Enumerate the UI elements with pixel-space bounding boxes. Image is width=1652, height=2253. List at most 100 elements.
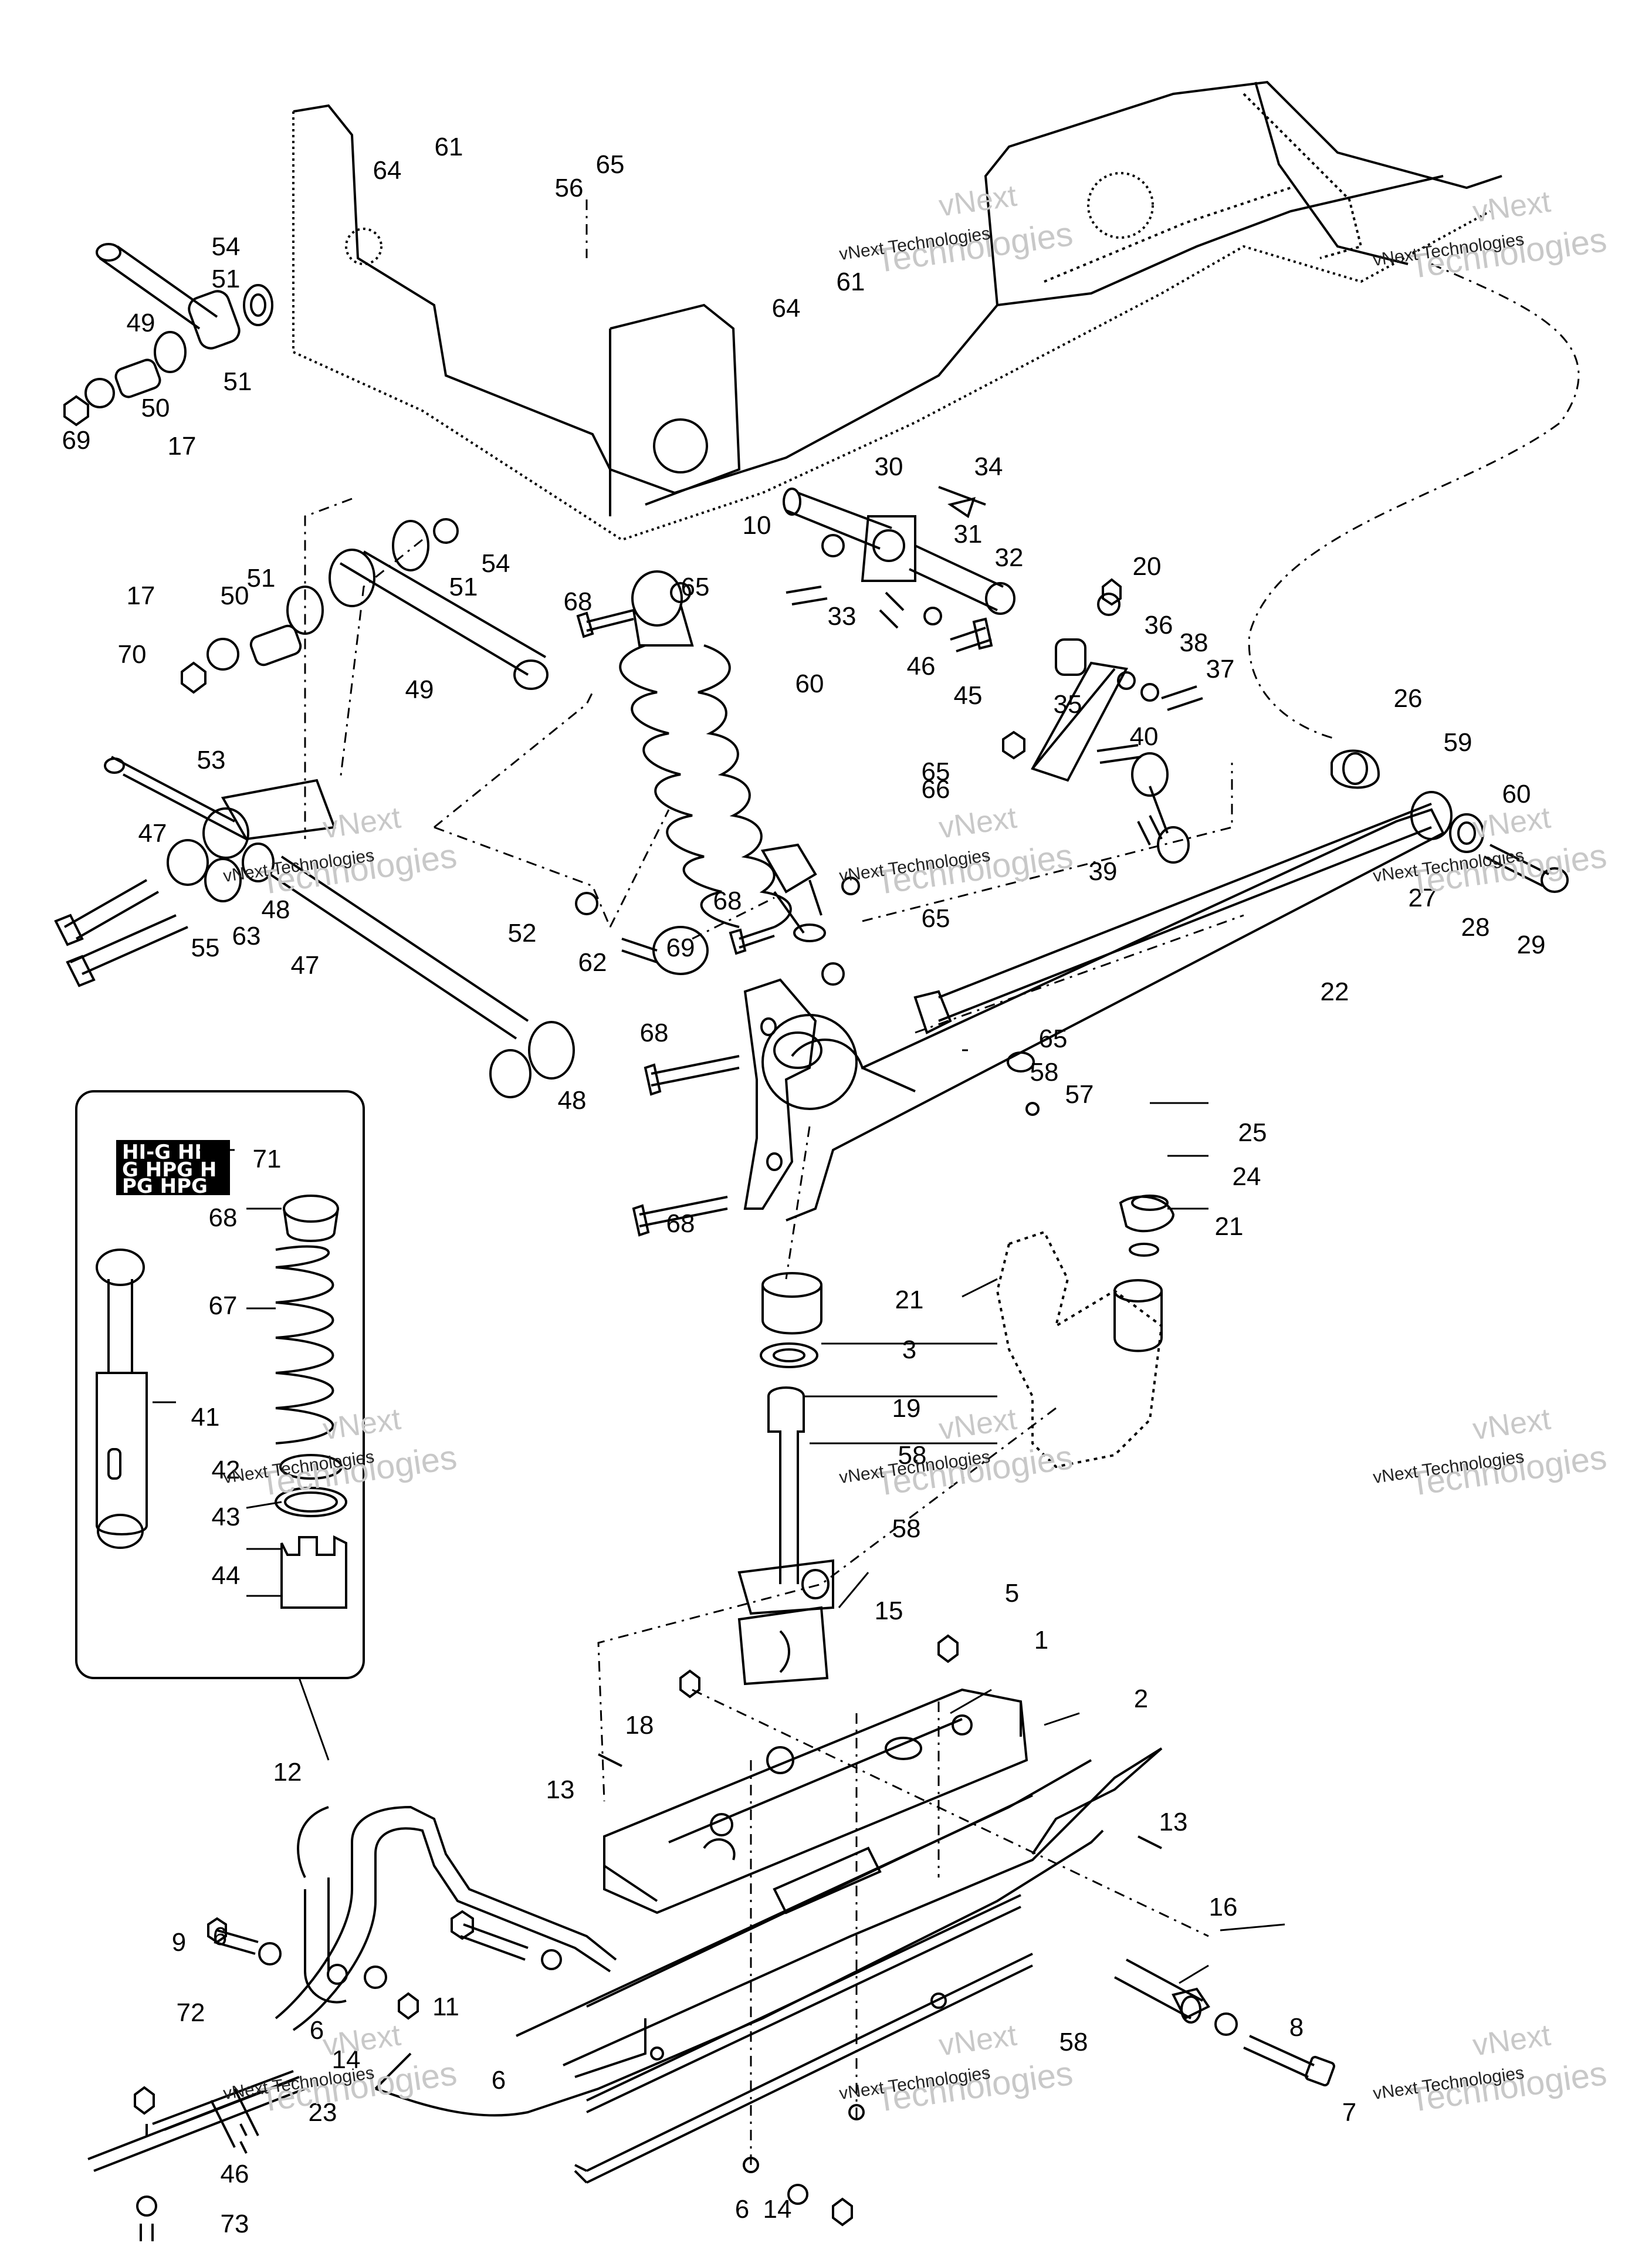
- watermark-line1: vNext: [937, 2018, 1019, 2063]
- callout-65: 65: [1039, 1024, 1068, 1053]
- callout-68: 68: [564, 587, 593, 616]
- callout-51: 51: [212, 265, 241, 293]
- callout-67: 67: [209, 1291, 238, 1320]
- callout-17: 17: [127, 581, 155, 610]
- callout-33: 33: [828, 602, 857, 631]
- callout-14: 14: [332, 2045, 361, 2074]
- kit-label-row1: HI-G HI: [122, 1141, 202, 1164]
- callout-47: 47: [138, 819, 167, 848]
- callout-52: 52: [508, 919, 537, 948]
- callout-17: 17: [168, 432, 197, 461]
- callout-55: 55: [191, 933, 220, 962]
- callout-43: 43: [212, 1503, 241, 1531]
- watermark-line1: vNext: [321, 1402, 403, 1447]
- callout-45: 45: [954, 681, 983, 710]
- callout-68: 68: [713, 887, 742, 915]
- callout-60: 60: [1502, 780, 1531, 808]
- callout-34: 34: [974, 452, 1003, 481]
- ski-assembly: [275, 1688, 1335, 2184]
- steering-shaft: [783, 486, 1203, 864]
- callout-73: 73: [221, 2210, 249, 2238]
- callout-2: 2: [1134, 1684, 1148, 1713]
- callout-44: 44: [212, 1561, 241, 1590]
- callout-18: 18: [625, 1711, 654, 1740]
- callout-6: 6: [213, 1922, 227, 1951]
- callout-27: 27: [1409, 884, 1437, 912]
- callout-58: 58: [892, 1514, 921, 1543]
- callout-65: 65: [681, 573, 710, 601]
- watermark-line1: vNext: [1471, 801, 1553, 845]
- callout-15: 15: [875, 1596, 903, 1625]
- watermark-line1: vNext: [321, 801, 403, 845]
- callout-36: 36: [1145, 611, 1173, 640]
- callout-57: 57: [1065, 1080, 1094, 1109]
- callout-6: 6: [492, 2066, 506, 2095]
- callout-48: 48: [558, 1086, 587, 1115]
- callout-6: 6: [735, 2195, 749, 2224]
- callout-35: 35: [1054, 690, 1082, 719]
- rod-49-upper: [63, 243, 273, 427]
- trailing-arm: [575, 749, 1569, 1237]
- callout-6: 6: [310, 2016, 324, 2045]
- callout-1: 1: [1034, 1626, 1048, 1655]
- callout-21: 21: [1215, 1212, 1244, 1241]
- callout-21: 21: [895, 1286, 924, 1314]
- leader-lines: [153, 1049, 1285, 1984]
- callout-68: 68: [209, 1203, 238, 1232]
- watermark-line1: vNext: [937, 801, 1019, 845]
- callout-22: 22: [1321, 977, 1349, 1006]
- callout-46: 46: [907, 652, 936, 681]
- callout-8: 8: [1289, 2013, 1304, 2042]
- callout-25: 25: [1238, 1118, 1267, 1147]
- callout-54: 54: [212, 232, 241, 261]
- callout-42: 42: [212, 1456, 241, 1484]
- callout-50: 50: [141, 394, 170, 422]
- callout-59: 59: [1444, 728, 1472, 757]
- callout-51: 51: [247, 564, 276, 593]
- callout-40: 40: [1130, 722, 1159, 751]
- callout-71: 71: [253, 1145, 282, 1173]
- callout-13: 13: [1159, 1808, 1188, 1836]
- callout-70: 70: [118, 640, 147, 669]
- callout-53: 53: [197, 746, 226, 774]
- callout-49: 49: [405, 675, 434, 704]
- callout-58: 58: [1030, 1058, 1059, 1087]
- spindle: [737, 1195, 1175, 1686]
- callout-51: 51: [449, 573, 478, 601]
- callout-23: 23: [309, 2098, 337, 2127]
- callout-9: 9: [172, 1928, 186, 1957]
- callout-46: 46: [221, 2160, 249, 2188]
- assembly-lines: [304, 199, 1580, 2171]
- watermark-line1: vNext: [937, 179, 1019, 224]
- callout-37: 37: [1206, 655, 1235, 684]
- callout-26: 26: [1394, 684, 1423, 713]
- callout-69: 69: [62, 426, 91, 455]
- callout-60: 60: [795, 669, 824, 698]
- callout-28: 28: [1461, 913, 1490, 942]
- callout-69: 69: [666, 933, 695, 962]
- watermark-line1: vNext: [1471, 1402, 1553, 1447]
- callout-10: 10: [743, 511, 771, 540]
- callout-61: 61: [435, 133, 463, 161]
- callout-62: 62: [578, 948, 607, 977]
- rod-47: [54, 756, 575, 1098]
- callout-68: 68: [640, 1019, 669, 1047]
- callout-68: 68: [666, 1209, 695, 1238]
- shock-absorber: [576, 570, 826, 955]
- callout-50: 50: [221, 581, 249, 610]
- callout-38: 38: [1180, 628, 1208, 657]
- callout-31: 31: [954, 520, 983, 549]
- kit-label-row2: G HPG H: [122, 1158, 216, 1182]
- callout-14: 14: [763, 2195, 792, 2224]
- callout-66: 66: [922, 775, 950, 804]
- callout-13: 13: [546, 1775, 575, 1804]
- chassis-frame: [292, 80, 1502, 542]
